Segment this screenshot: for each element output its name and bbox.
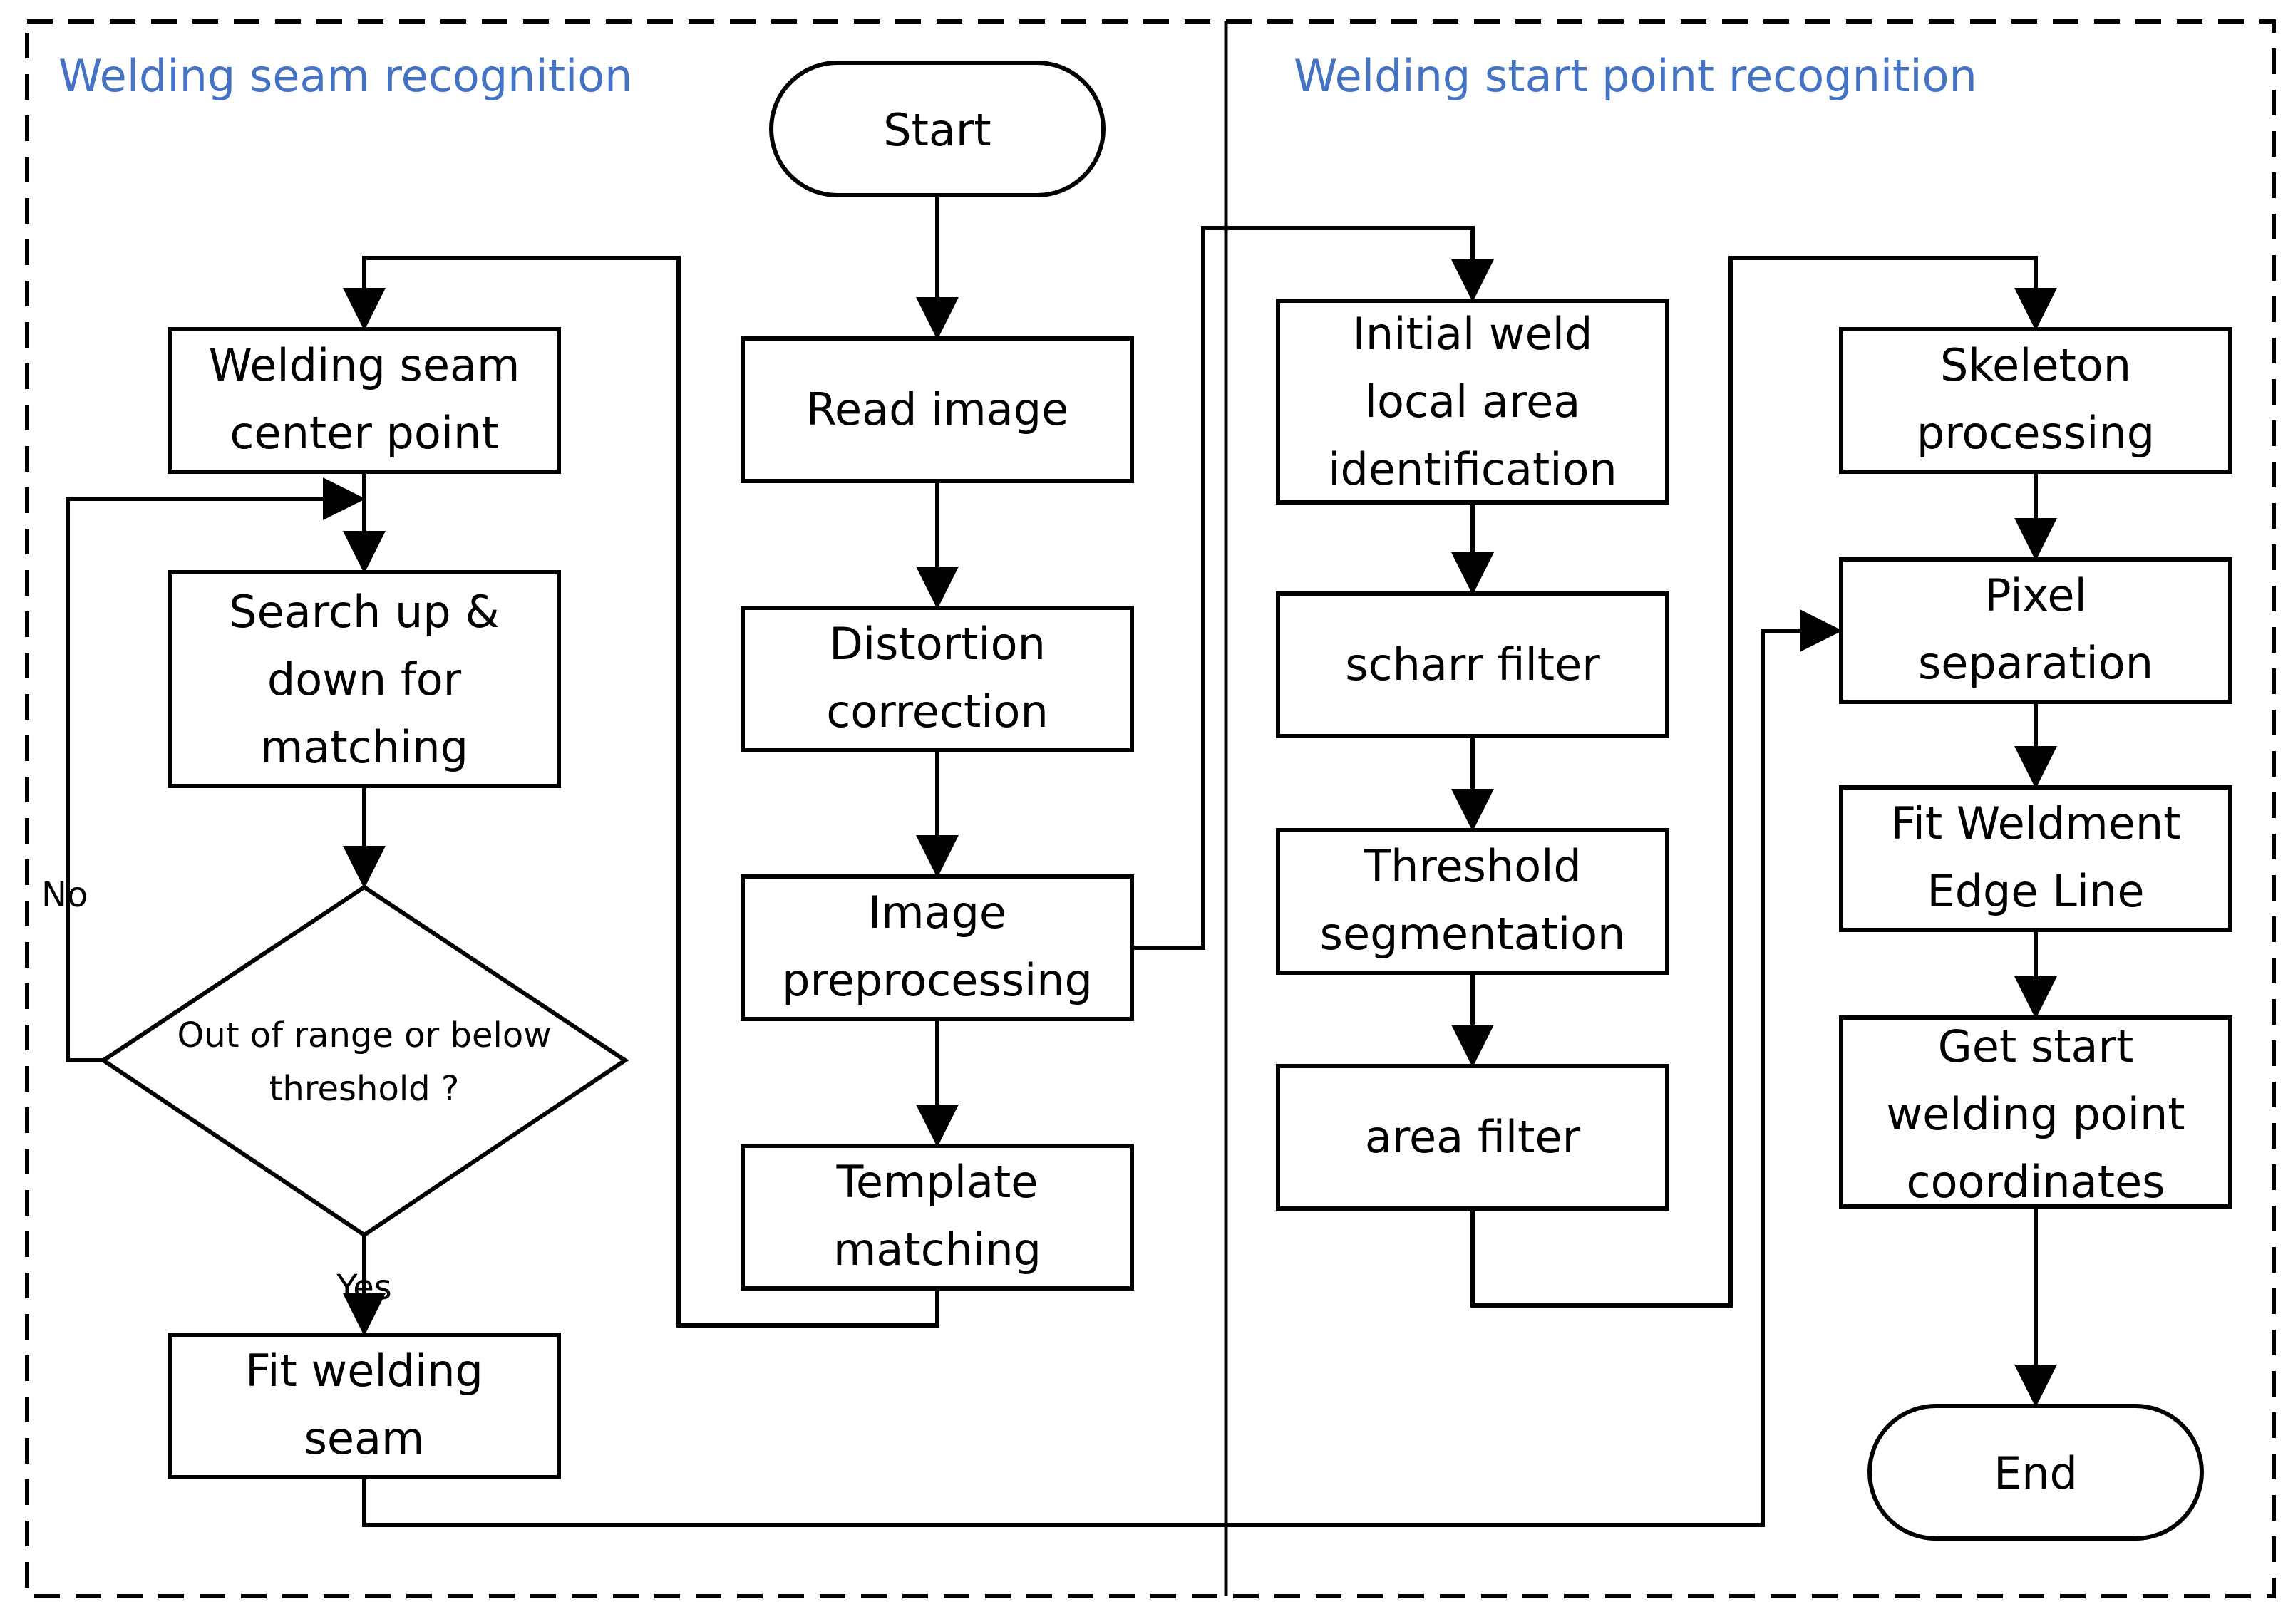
svg-text:Template: Template: [836, 1156, 1039, 1208]
svg-text:Pixel: Pixel: [1984, 569, 2086, 621]
initial-weld-local-area-box: Initial weld local area identification: [1276, 299, 1669, 505]
svg-text:Image: Image: [868, 886, 1006, 938]
out-of-range-decision: Out of range or below threshold ?: [99, 884, 629, 1238]
left-section-title: Welding seam recognition: [58, 50, 632, 102]
svg-text:coordinates: coordinates: [1907, 1156, 2165, 1208]
svg-text:scharr filter: scharr filter: [1345, 638, 1600, 691]
arrow-decision-no-loop: [66, 477, 366, 1062]
fit-welding-seam-box: Fit welding seam: [168, 1333, 561, 1479]
welding-seam-center-point-box: Welding seam center point: [168, 327, 561, 474]
arrow-area-to-skeleton: [1470, 256, 2057, 1308]
svg-text:Search up &: Search up &: [229, 586, 499, 638]
svg-text:Distortion: Distortion: [829, 618, 1046, 670]
end-node: End: [1867, 1404, 2204, 1541]
svg-text:down for: down for: [267, 653, 462, 705]
svg-text:Out of range or below: Out of range or below: [177, 1015, 552, 1055]
svg-text:preprocessing: preprocessing: [782, 954, 1093, 1006]
svg-text:processing: processing: [1917, 407, 2155, 459]
arrow-preprocessing-to-initial-weld: [1132, 226, 1494, 950]
svg-text:segmentation: segmentation: [1320, 908, 1626, 960]
skeleton-processing-box: Skeleton processing: [1839, 327, 2232, 474]
svg-text:Welding seam: Welding seam: [209, 339, 520, 391]
pixel-separation-box: Pixel separation: [1839, 557, 2232, 704]
distortion-correction-box: Distortion correction: [741, 606, 1134, 752]
svg-text:Edge Line: Edge Line: [1927, 865, 2145, 917]
svg-text:welding point: welding point: [1886, 1088, 2185, 1140]
svg-text:local area: local area: [1365, 376, 1580, 428]
svg-text:End: End: [1994, 1447, 2078, 1499]
svg-text:Fit Weldment: Fit Weldment: [1891, 797, 2181, 849]
start-node: Start: [769, 61, 1106, 197]
arrow-template-to-center-point: [343, 256, 939, 1328]
svg-text:correction: correction: [826, 686, 1048, 738]
template-matching-box: Template matching: [741, 1144, 1134, 1291]
svg-text:separation: separation: [1918, 637, 2153, 689]
threshold-segmentation-box: Threshold segmentation: [1276, 828, 1669, 975]
read-image-box: Read image: [741, 336, 1134, 483]
search-up-down-box: Search up & down for matching: [168, 570, 561, 788]
scharr-filter-box: scharr filter: [1276, 591, 1669, 738]
svg-text:Skeleton: Skeleton: [1940, 339, 2131, 391]
edge-label-no: No: [41, 875, 88, 915]
right-section-title: Welding start point recognition: [1294, 50, 1977, 102]
image-preprocessing-box: Image preprocessing: [741, 874, 1134, 1021]
get-start-welding-point-box: Get start welding point coordinates: [1839, 1015, 2232, 1209]
area-filter-box: area filter: [1276, 1064, 1669, 1211]
fit-weldment-edge-line-box: Fit Weldment Edge Line: [1839, 785, 2232, 932]
svg-text:matching: matching: [260, 721, 468, 773]
svg-text:Start: Start: [883, 104, 991, 156]
svg-text:center point: center point: [230, 407, 498, 459]
svg-text:seam: seam: [304, 1412, 425, 1464]
svg-text:Initial weld: Initial weld: [1353, 308, 1593, 360]
svg-text:Get start: Get start: [1938, 1020, 2134, 1072]
svg-text:Read image: Read image: [806, 383, 1069, 435]
arrow-fit-seam-to-pixel-separation: [362, 609, 1843, 1527]
svg-text:identification: identification: [1328, 443, 1617, 495]
outer-dashed-frame: [25, 19, 2276, 1598]
svg-text:threshold ?: threshold ?: [269, 1069, 460, 1109]
svg-text:Threshold: Threshold: [1363, 840, 1582, 892]
svg-text:matching: matching: [833, 1224, 1041, 1276]
svg-text:Fit welding: Fit welding: [245, 1345, 483, 1397]
svg-text:area filter: area filter: [1365, 1111, 1581, 1163]
